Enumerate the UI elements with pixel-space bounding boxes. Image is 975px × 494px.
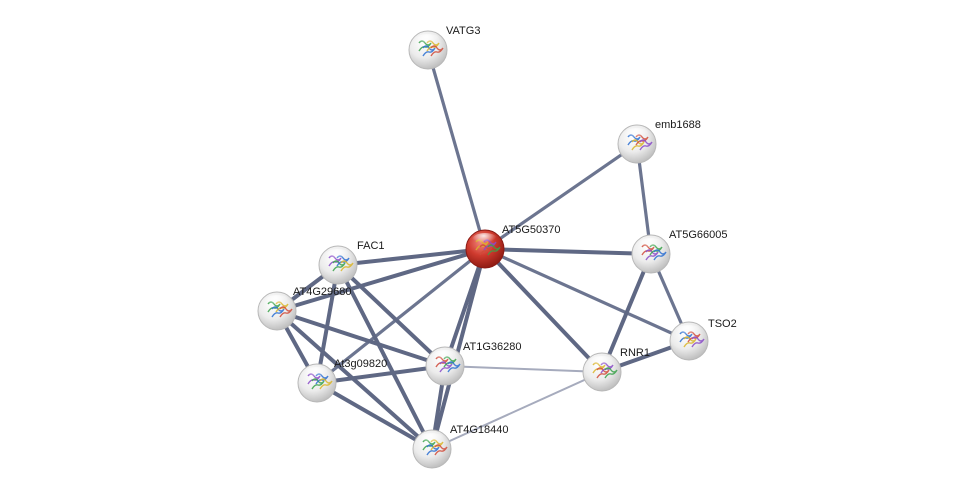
node-highlight bbox=[419, 433, 445, 447]
edge-fac1-at3g09820[interactable] bbox=[315, 263, 340, 385]
edge-at5g50370-rnr1[interactable] bbox=[483, 247, 604, 374]
node-highlight bbox=[325, 249, 351, 263]
node-label: AT1G36280 bbox=[463, 341, 522, 353]
node-label: emb1688 bbox=[655, 119, 701, 131]
node-highlight bbox=[472, 233, 498, 247]
node-label: FAC1 bbox=[357, 240, 385, 252]
node-vatg3[interactable]: VATG3 bbox=[408, 25, 480, 70]
node-label: RNR1 bbox=[620, 347, 650, 359]
node-label: AT5G66005 bbox=[669, 229, 728, 241]
node-at5g50370[interactable]: AT5G50370 bbox=[465, 224, 561, 269]
node-at3g09820[interactable]: At3g09820 bbox=[297, 358, 387, 403]
edge-at1g36280-at3g09820[interactable] bbox=[315, 364, 447, 385]
node-at5g66005[interactable]: AT5G66005 bbox=[631, 229, 728, 274]
node-highlight bbox=[638, 238, 664, 252]
edge-at5g50370-at5g66005[interactable] bbox=[483, 247, 653, 256]
edge-at4g29680-at1g36280[interactable] bbox=[275, 309, 447, 368]
edge-at5g50370-tso2[interactable] bbox=[483, 247, 691, 343]
node-at4g29680[interactable]: AT4G29680 bbox=[257, 286, 352, 331]
node-highlight bbox=[432, 350, 458, 364]
node-emb1688[interactable]: emb1688 bbox=[617, 119, 701, 164]
edge-emb1688-at5g50370[interactable] bbox=[483, 142, 639, 251]
edge-fac1-at1g36280[interactable] bbox=[336, 263, 447, 368]
node-rnr1[interactable]: RNR1 bbox=[582, 347, 650, 392]
edge-at5g50370-at4g29680[interactable] bbox=[275, 247, 487, 313]
node-label: TSO2 bbox=[708, 318, 737, 330]
edge-at5g50370-at4g18440[interactable] bbox=[430, 247, 487, 451]
edge-at5g66005-rnr1[interactable] bbox=[600, 252, 653, 374]
edge-at5g50370-at3g09820[interactable] bbox=[315, 247, 487, 385]
node-highlight bbox=[624, 128, 650, 142]
node-highlight bbox=[676, 325, 702, 339]
node-highlight bbox=[304, 367, 330, 381]
node-label: AT4G29680 bbox=[293, 286, 352, 298]
node-label: VATG3 bbox=[446, 25, 480, 37]
node-tso2[interactable]: TSO2 bbox=[669, 318, 737, 361]
node-label: At3g09820 bbox=[334, 358, 387, 370]
node-highlight bbox=[415, 34, 441, 48]
edge-at1g36280-rnr1[interactable] bbox=[444, 365, 603, 373]
node-highlight bbox=[589, 356, 615, 370]
edge-fac1-at4g18440[interactable] bbox=[336, 263, 434, 451]
node-label: AT5G50370 bbox=[502, 224, 561, 236]
node-at4g18440[interactable]: AT4G18440 bbox=[412, 424, 509, 469]
edge-at3g09820-at4g18440[interactable] bbox=[315, 381, 434, 451]
node-highlight bbox=[264, 295, 290, 309]
edge-rnr1-at4g18440[interactable] bbox=[431, 371, 603, 450]
node-fac1[interactable]: FAC1 bbox=[318, 240, 385, 285]
node-at1g36280[interactable]: AT1G36280 bbox=[425, 341, 522, 386]
edge-vatg3-at5g50370[interactable] bbox=[426, 48, 487, 251]
edge-at5g50370-fac1[interactable] bbox=[336, 247, 487, 267]
node-label: AT4G18440 bbox=[450, 424, 509, 436]
